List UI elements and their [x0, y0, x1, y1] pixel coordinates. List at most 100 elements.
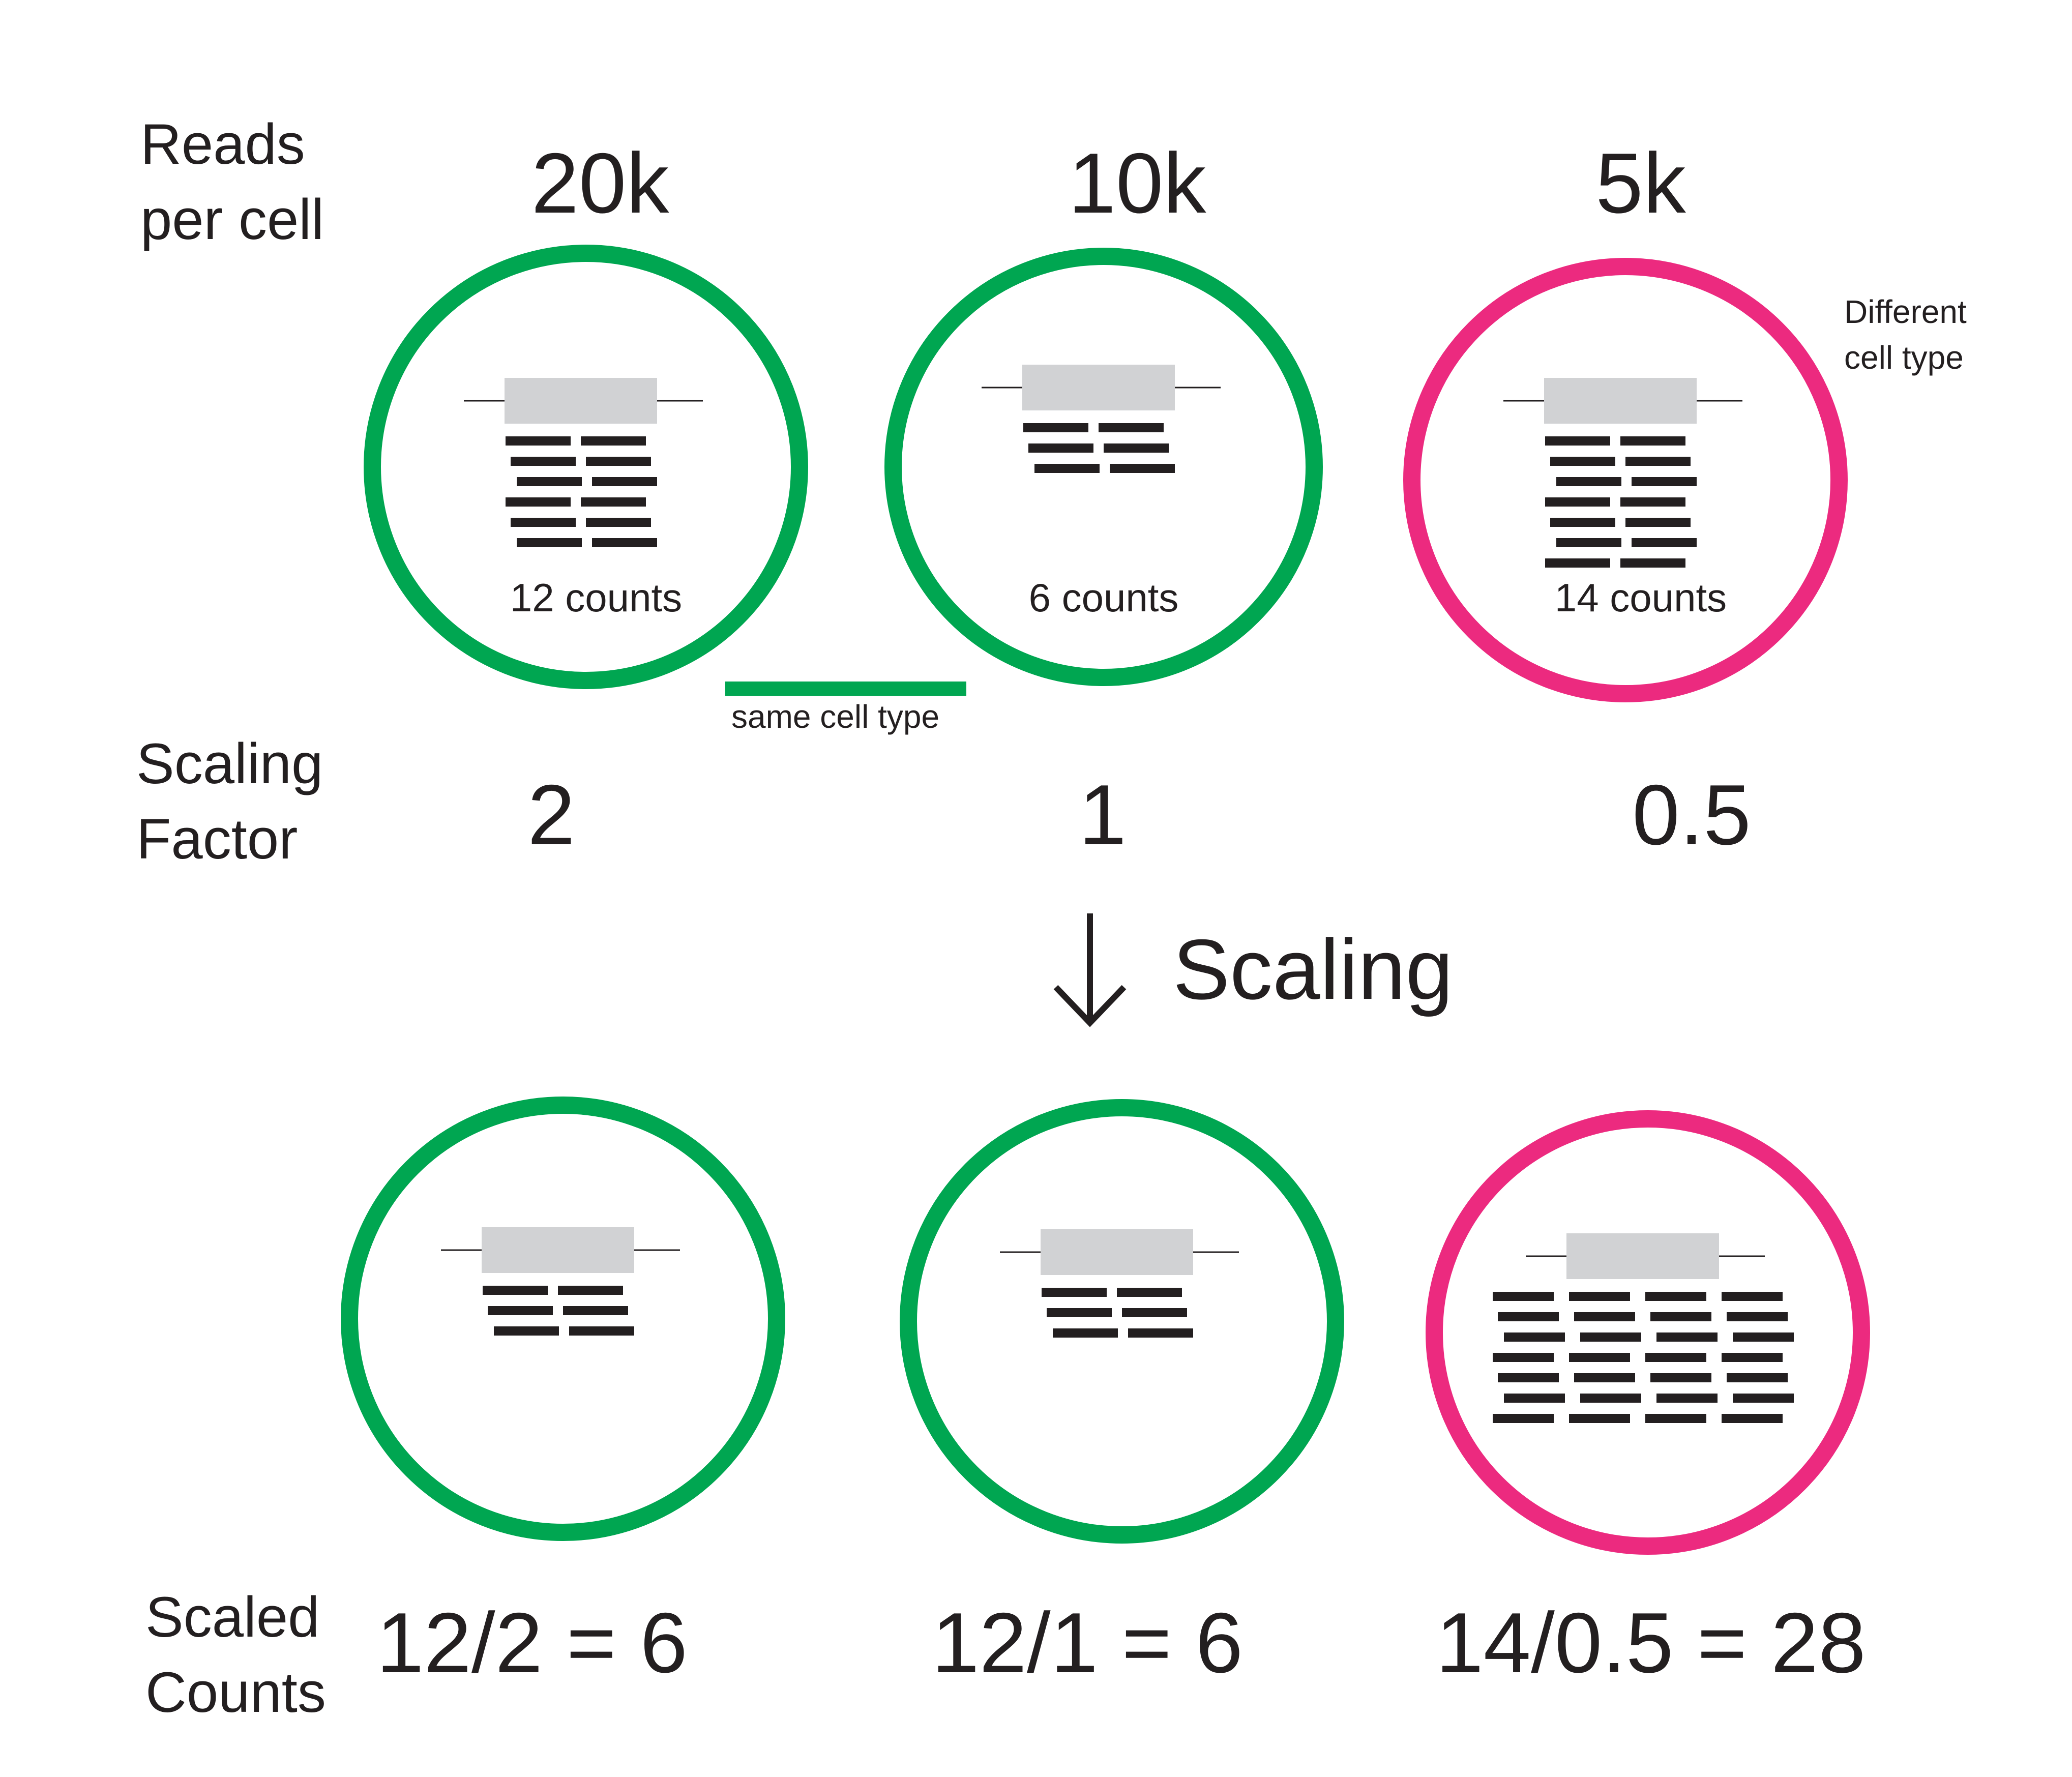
bottom-read-bar-3-26	[1569, 1414, 1630, 1423]
top-cell-circle-1	[364, 245, 808, 689]
bottom-read-bar-3-22	[1580, 1394, 1641, 1403]
top-read-bar-3-13	[1545, 558, 1610, 568]
top-read-bar-3-12	[1632, 538, 1697, 547]
bottom-read-bar-3-25	[1493, 1414, 1554, 1423]
top-read-bar-3-14	[1620, 558, 1685, 568]
top-read-bar-1-12	[592, 538, 657, 547]
scaling-factor-cell-3: 0.5	[1632, 767, 1751, 863]
counts-label-cell-2: 6 counts	[1028, 575, 1179, 620]
top-read-bar-1-2	[581, 436, 646, 446]
top-read-bar-3-6	[1632, 477, 1697, 486]
top-read-bar-1-10	[586, 518, 651, 527]
top-read-bar-3-8	[1620, 497, 1685, 507]
top-read-bar-1-6	[592, 477, 657, 486]
bottom-read-bar-3-20	[1727, 1373, 1788, 1382]
top-read-bar-1-3	[511, 457, 576, 466]
top-read-bar-1-1	[506, 436, 571, 446]
top-read-bar-3-5	[1556, 477, 1621, 486]
bottom-read-bar-3-1	[1493, 1292, 1554, 1301]
top-read-bar-2-6	[1110, 464, 1175, 473]
bottom-read-bar-3-21	[1504, 1394, 1565, 1403]
bottom-read-bar-2-4	[1122, 1308, 1187, 1317]
top-cell-circle-3	[1403, 258, 1848, 702]
bottom-read-bar-3-4	[1722, 1292, 1783, 1301]
bottom-read-bar-3-23	[1656, 1394, 1718, 1403]
bottom-read-bar-3-13	[1493, 1353, 1554, 1362]
bottom-gene-box-3	[1566, 1233, 1719, 1279]
bottom-read-bar-2-3	[1047, 1308, 1112, 1317]
bottom-read-bar-3-3	[1645, 1292, 1706, 1301]
scaling-step-label: Scaling	[1173, 922, 1454, 1017]
bottom-read-bar-1-3	[488, 1306, 553, 1315]
top-read-bar-3-9	[1550, 518, 1615, 527]
bottom-read-bar-1-6	[569, 1326, 634, 1336]
bottom-read-bar-2-6	[1128, 1328, 1193, 1338]
bottom-read-bar-3-10	[1580, 1332, 1641, 1342]
top-read-bar-2-5	[1034, 464, 1100, 473]
bottom-read-bar-3-8	[1727, 1312, 1788, 1321]
reads-per-cell-label: Reads per cell	[140, 112, 324, 251]
scaled-counts-label: Scaled Counts	[145, 1585, 326, 1724]
bottom-read-bar-3-5	[1498, 1312, 1559, 1321]
top-read-bar-3-2	[1620, 436, 1685, 446]
bottom-read-bar-2-2	[1117, 1288, 1182, 1297]
scaling-factor-cell-2: 1	[1079, 767, 1127, 863]
bottom-read-bar-1-4	[563, 1306, 628, 1315]
bottom-read-bar-3-19	[1650, 1373, 1711, 1382]
scaling-factor-label: Scaling Factor	[136, 732, 323, 871]
bottom-read-bar-3-12	[1733, 1332, 1794, 1342]
top-read-bar-1-11	[517, 538, 582, 547]
bottom-read-bar-3-15	[1645, 1353, 1706, 1362]
bottom-read-bar-3-9	[1504, 1332, 1565, 1342]
top-read-bar-1-4	[586, 457, 651, 466]
counts-label-cell-3: 14 counts	[1554, 575, 1727, 620]
top-read-bar-1-9	[511, 518, 576, 527]
bottom-read-bar-3-17	[1498, 1373, 1559, 1382]
bottom-cell-circle-2	[900, 1099, 1344, 1544]
top-read-bar-3-4	[1625, 457, 1691, 466]
reads-value-cell-1: 20k	[531, 135, 669, 231]
bottom-read-bar-1-2	[558, 1286, 623, 1295]
bottom-read-bar-2-1	[1042, 1288, 1107, 1297]
top-read-bar-3-10	[1625, 518, 1691, 527]
counts-label-cell-1: 12 counts	[510, 575, 683, 620]
bottom-cell-circle-3	[1426, 1110, 1870, 1555]
top-read-bar-1-8	[581, 497, 646, 507]
bottom-read-bar-3-24	[1733, 1394, 1794, 1403]
same-cell-type-label: same cell type	[731, 698, 940, 735]
bottom-gene-box-2	[1041, 1229, 1193, 1275]
top-cell-circle-2	[884, 248, 1323, 686]
top-read-bar-3-7	[1545, 497, 1610, 507]
bottom-read-bar-2-5	[1053, 1328, 1118, 1338]
bottom-read-bar-1-5	[494, 1326, 559, 1336]
reads-value-cell-2: 10k	[1068, 135, 1206, 231]
bottom-read-bar-3-6	[1574, 1312, 1635, 1321]
top-gene-box-1	[505, 378, 657, 424]
bottom-read-bar-3-2	[1569, 1292, 1630, 1301]
top-read-bar-3-1	[1545, 436, 1610, 446]
bottom-gene-box-1	[482, 1227, 634, 1273]
top-read-bar-2-2	[1099, 423, 1164, 432]
bottom-read-bar-1-1	[483, 1286, 548, 1295]
bottom-read-bar-3-16	[1722, 1353, 1783, 1362]
scaled-formula-cell-2: 12/1 = 6	[932, 1595, 1243, 1691]
bottom-cell-circle-1	[341, 1097, 785, 1541]
top-read-bar-1-5	[517, 477, 582, 486]
top-read-bar-2-3	[1028, 443, 1093, 453]
top-read-bar-3-3	[1550, 457, 1615, 466]
reads-value-cell-3: 5k	[1595, 135, 1686, 231]
bottom-read-bar-3-18	[1574, 1373, 1635, 1382]
scaled-formula-cell-1: 12/2 = 6	[376, 1595, 688, 1691]
bottom-read-bar-3-27	[1645, 1414, 1706, 1423]
down-arrow-icon	[1052, 908, 1128, 1030]
scaling-factor-cell-1: 2	[527, 767, 575, 863]
top-read-bar-1-7	[506, 497, 571, 507]
top-read-bar-2-1	[1023, 423, 1088, 432]
same-cell-type-bar	[725, 682, 966, 696]
bottom-read-bar-3-7	[1650, 1312, 1711, 1321]
bottom-read-bar-3-28	[1722, 1414, 1783, 1423]
scaled-formula-cell-3: 14/0.5 = 28	[1436, 1595, 1866, 1691]
bottom-read-bar-3-11	[1656, 1332, 1718, 1342]
top-gene-box-3	[1544, 378, 1697, 424]
